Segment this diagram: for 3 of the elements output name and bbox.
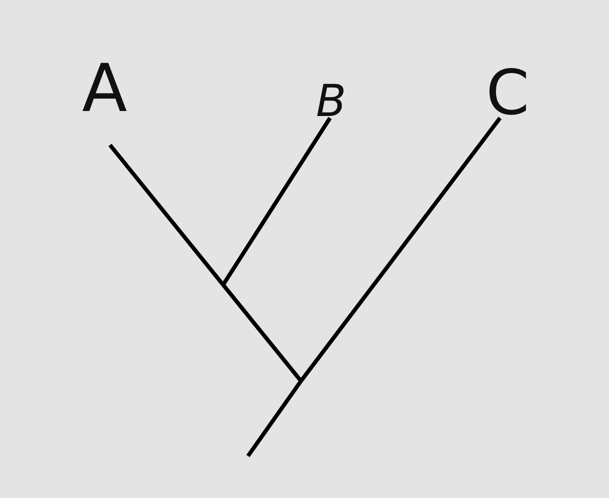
taxon-label: B bbox=[316, 80, 346, 124]
taxon-label: A bbox=[82, 56, 128, 122]
taxon-label: C bbox=[486, 62, 530, 124]
